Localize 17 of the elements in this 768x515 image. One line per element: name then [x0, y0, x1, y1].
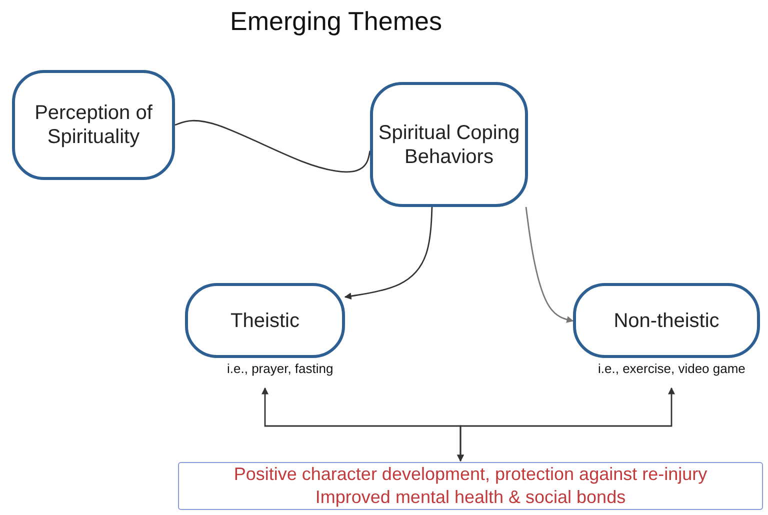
- outcome-box: [178, 462, 763, 510]
- theme-box: [185, 283, 345, 358]
- node-text: Improved mental health & social bonds: [315, 486, 626, 509]
- node-text: Non-theistic: [614, 308, 720, 332]
- connector-arrow: [344, 206, 433, 300]
- theme-box: [573, 283, 760, 358]
- node-text: Positive character development, protection against re-injury: [234, 462, 708, 486]
- example-text: i.e., exercise, video game: [598, 361, 746, 376]
- example-text: i.e., prayer, fasting: [227, 361, 334, 376]
- node-text: Perception of Spirituality: [34, 101, 154, 149]
- theme-box: [370, 82, 528, 207]
- theme-box: [12, 70, 175, 180]
- connector-arrow: [457, 387, 675, 462]
- connector-arrow: [525, 206, 574, 323]
- diagram-title: Emerging Themes: [230, 6, 442, 37]
- node-text: Spiritual Coping Behaviors: [377, 120, 521, 168]
- node-text: Theistic: [230, 308, 300, 332]
